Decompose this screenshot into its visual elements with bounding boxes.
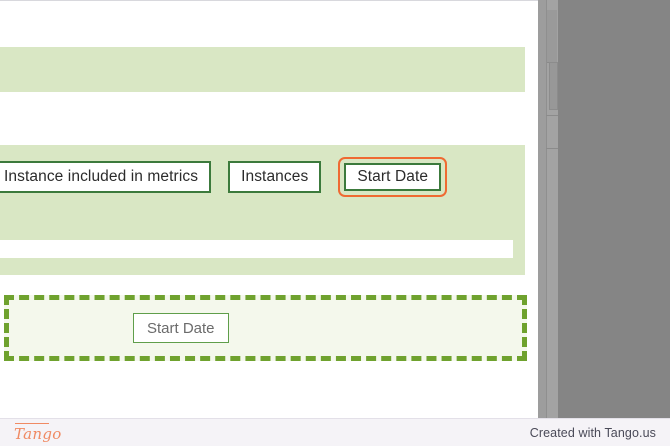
white-gap-below-highlight <box>0 275 670 289</box>
tango-logo: Tango <box>14 422 62 443</box>
footer-credit: Created with Tango.us <box>529 425 656 440</box>
white-inset-upper <box>0 92 513 145</box>
callout-dashed-box: Start Date <box>4 295 527 361</box>
callout-control-start-date[interactable]: Start Date <box>133 313 229 343</box>
focus-ring-start-date: Start Date <box>338 157 448 197</box>
window-top-hairline <box>0 0 670 1</box>
scrollbar-thumb[interactable] <box>547 10 557 63</box>
control-instances[interactable]: Instances <box>228 161 322 193</box>
dimmed-panel-divider-1 <box>546 115 558 116</box>
control-row: Instance included in metrics Instances S… <box>0 157 448 197</box>
footer-bar: Tango Created with Tango.us <box>0 418 670 446</box>
highlight-band-top <box>0 47 525 92</box>
dimmed-panel-divider-2 <box>546 148 558 149</box>
white-inset-lower <box>0 240 513 258</box>
capture-area: Instance included in metrics Instances S… <box>0 0 670 418</box>
control-start-date[interactable]: Start Date <box>344 163 442 191</box>
control-instance-included-in-metrics[interactable]: Instance included in metrics <box>0 161 212 193</box>
dimmed-panel-segment-1 <box>549 62 558 110</box>
dimmed-overlay-fill <box>558 0 670 418</box>
dimmed-panel-edge <box>538 0 546 418</box>
